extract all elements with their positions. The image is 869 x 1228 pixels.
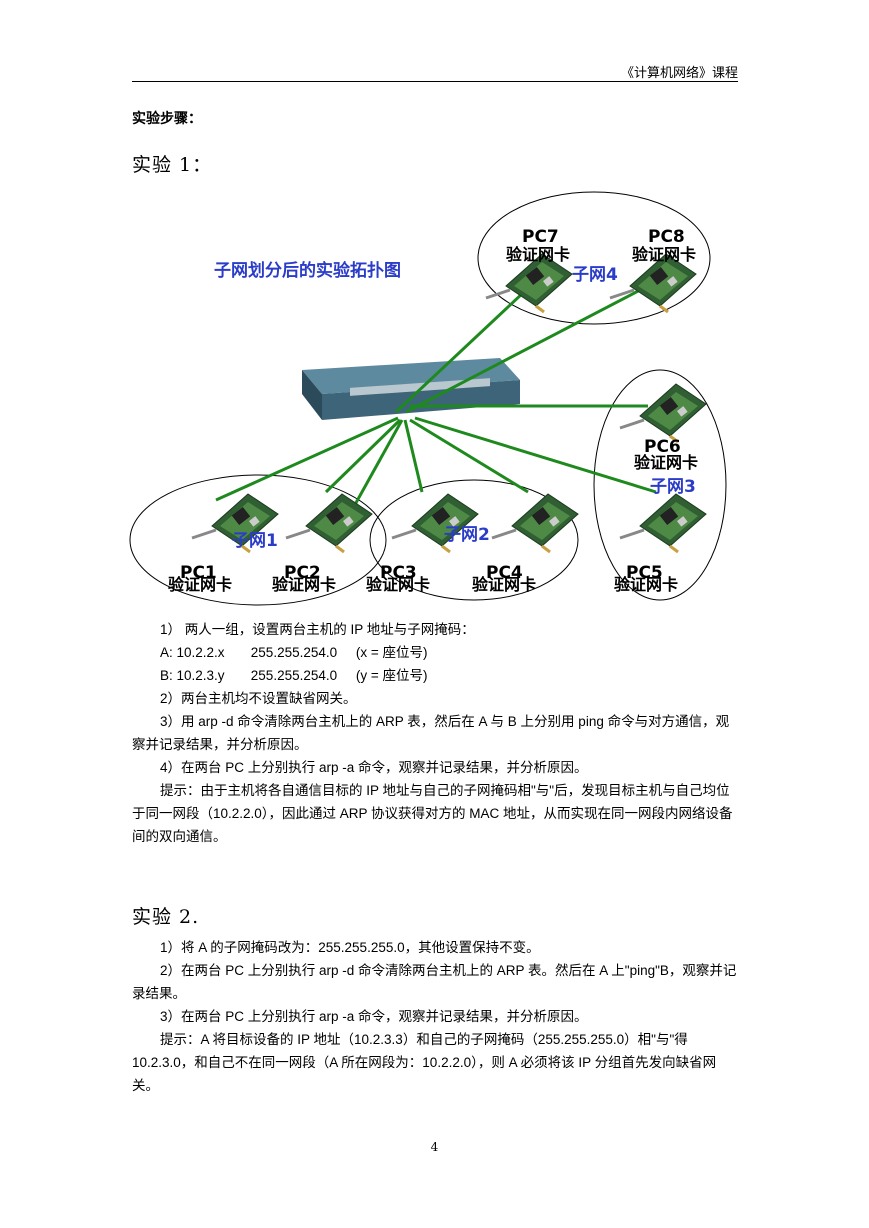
- experiment-2-title: 实验 2.: [132, 902, 199, 929]
- page-number: 4: [0, 1140, 869, 1154]
- header-rule: [132, 81, 738, 82]
- diagram-title: 子网划分后的实验拓扑图: [214, 260, 401, 281]
- exp2-line-2: 2）在两台 PC 上分别执行 arp -d 命令清除两台主机上的 ARP 表。然…: [132, 959, 738, 1005]
- pc8-nic-label: 验证网卡: [632, 245, 696, 264]
- exp1-line-5: 3）用 arp -d 命令清除两台主机上的 ARP 表，然后在 A 与 B 上分…: [132, 710, 738, 756]
- topology-diagram: 子网划分后的实验拓扑图 子网4 子网3 子网2 子网1 PC7 验证网卡 PC8…: [120, 180, 740, 620]
- pc6-nic-label: 验证网卡: [634, 453, 698, 472]
- subnet2-label: 子网2: [444, 525, 490, 545]
- pc4-nic-label: 验证网卡: [472, 575, 536, 594]
- pc7-nic-label: 验证网卡: [506, 245, 570, 264]
- exp1-hint: 提示：由于主机将各自通信目标的 IP 地址与自己的子网掩码相"与"后，发现目标主…: [132, 779, 738, 848]
- pc2-nic-label: 验证网卡: [272, 575, 336, 594]
- steps-title: 实验步骤：: [132, 108, 202, 128]
- pc7-label: PC7: [522, 227, 559, 247]
- exp1-line-6: 4）在两台 PC 上分别执行 arp -a 命令，观察并记录结果，并分析原因。: [132, 756, 738, 779]
- exp2-line-1: 1）将 A 的子网掩码改为：255.255.255.0，其他设置保持不变。: [132, 936, 738, 959]
- pc8-label: PC8: [648, 227, 685, 247]
- course-header: 《计算机网络》课程: [132, 62, 738, 81]
- subnet3-label: 子网3: [650, 477, 696, 497]
- subnet4-label: 子网4: [572, 265, 618, 285]
- exp1-line-1: 1） 两人一组，设置两台主机的 IP 地址与子网掩码：: [132, 618, 738, 641]
- experiment-1-title: 实验 1：: [132, 150, 212, 177]
- exp1-line-4: 2）两台主机均不设置缺省网关。: [132, 687, 738, 710]
- pc1-nic-label: 验证网卡: [168, 575, 232, 594]
- exp2-line-3: 3）在两台 PC 上分别执行 arp -a 命令，观察并记录结果，并分析原因。: [132, 1005, 738, 1028]
- pc5-nic-label: 验证网卡: [614, 575, 678, 594]
- exp1-line-3: B: 10.2.3.y 255.255.254.0 (y = 座位号): [132, 664, 738, 687]
- pc3-nic-label: 验证网卡: [366, 575, 430, 594]
- exp2-hint: 提示：A 将目标设备的 IP 地址（10.2.3.3）和自己的子网掩码（255.…: [132, 1028, 738, 1097]
- subnet1-label: 子网1: [232, 531, 278, 551]
- exp1-line-2: A: 10.2.2.x 255.255.254.0 (x = 座位号): [132, 641, 738, 664]
